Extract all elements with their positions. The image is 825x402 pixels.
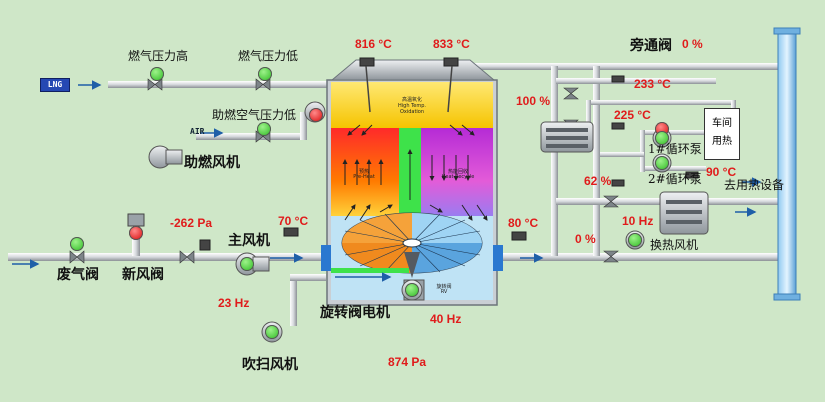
rotary-valve-indicator[interactable]	[405, 283, 419, 297]
preheat-zone-en: Pre-Heat	[353, 174, 375, 180]
combustion-air-pressure-indicator[interactable]	[257, 122, 271, 136]
temp-225-readout: 225 °C	[614, 108, 651, 122]
lng-source-badge: LNG	[40, 78, 70, 92]
heat-recycle-zone-cn: 热能回收	[447, 169, 468, 175]
pressure-262-readout: -262 Pa	[170, 216, 213, 230]
temp-816-readout: 816 °C	[355, 37, 392, 51]
rotary-valve-freq-readout: 40 Hz	[430, 312, 462, 326]
combustion-fan-status-indicator[interactable]	[309, 108, 323, 122]
pump1-indicator[interactable]	[655, 131, 669, 145]
oxidation-zone-en2: Oxidation	[399, 109, 425, 115]
purge-fan-indicator[interactable]	[265, 325, 279, 339]
preheat-zone-cn: 预热	[358, 169, 369, 175]
temp-833-readout: 833 °C	[433, 37, 470, 51]
oxidation-zone-cn: 高温氧化	[401, 97, 422, 103]
valve-pct-100-readout: 100 %	[516, 94, 551, 108]
heat-fan-freq-readout: 10 Hz	[622, 214, 654, 228]
main-fan-indicator[interactable]	[240, 257, 254, 271]
heat-exchange-fan-indicator[interactable]	[628, 233, 642, 247]
rotary-valve-zone-cn: 旋转阀	[436, 284, 452, 290]
valve-pct-62-readout: 62 %	[584, 174, 612, 188]
workshop-heat-line2: 用热	[712, 136, 732, 147]
fresh-air-valve-indicator[interactable]	[129, 226, 143, 240]
valve-pct-0-readout: 0 %	[575, 232, 596, 246]
gas-pressure-low-label: 燃气压力低	[238, 49, 299, 63]
bypass-pct-readout: 0 %	[682, 37, 703, 51]
heat-exchange-fan-label: 换热风机	[650, 238, 699, 252]
gas-pressure-high-label: 燃气压力高	[128, 49, 189, 63]
waste-gas-valve-indicator[interactable]	[70, 237, 84, 251]
rotary-valve-zone-en: RV	[440, 289, 448, 295]
gas-pressure-low-indicator[interactable]	[258, 67, 272, 81]
temp-233-readout: 233 °C	[634, 77, 671, 91]
air-source-label: AIR	[190, 127, 205, 136]
workshop-heat-line1: 车间	[712, 118, 732, 129]
temp-80-readout: 80 °C	[508, 216, 539, 230]
to-heat-equipment-label: 去用热设备	[724, 178, 785, 192]
gas-pressure-high-indicator[interactable]	[150, 67, 164, 81]
pump1-label: 1#循环泵	[648, 142, 702, 156]
heat-recycle-zone-en: Heat Recycle	[441, 174, 475, 180]
pump2-indicator[interactable]	[655, 156, 669, 170]
rotary-valve-motor-label: 旋转阀电机	[320, 305, 390, 321]
fresh-air-valve-label: 新风阀	[122, 267, 164, 283]
main-fan-label: 主风机	[228, 233, 270, 249]
waste-gas-valve-label: 废气阀	[57, 267, 99, 283]
temp-90-readout: 90 °C	[706, 165, 737, 179]
oxidation-zone-en1: High Temp.	[398, 103, 426, 109]
temp-70-readout: 70 °C	[278, 214, 309, 228]
purge-fan-label: 吹扫风机	[242, 357, 298, 373]
combustion-air-pressure-low-label: 助燃空气压力低	[212, 108, 297, 122]
workshop-heat-panel: 车间 用热	[704, 108, 740, 160]
pump2-label: 2#循环泵	[648, 172, 702, 186]
purge-fan-freq-readout: 23 Hz	[218, 296, 250, 310]
bypass-valve-label: 旁通阀	[630, 38, 672, 54]
combustion-fan-label: 助燃风机	[184, 155, 240, 171]
pressure-874-readout: 874 Pa	[388, 355, 427, 369]
